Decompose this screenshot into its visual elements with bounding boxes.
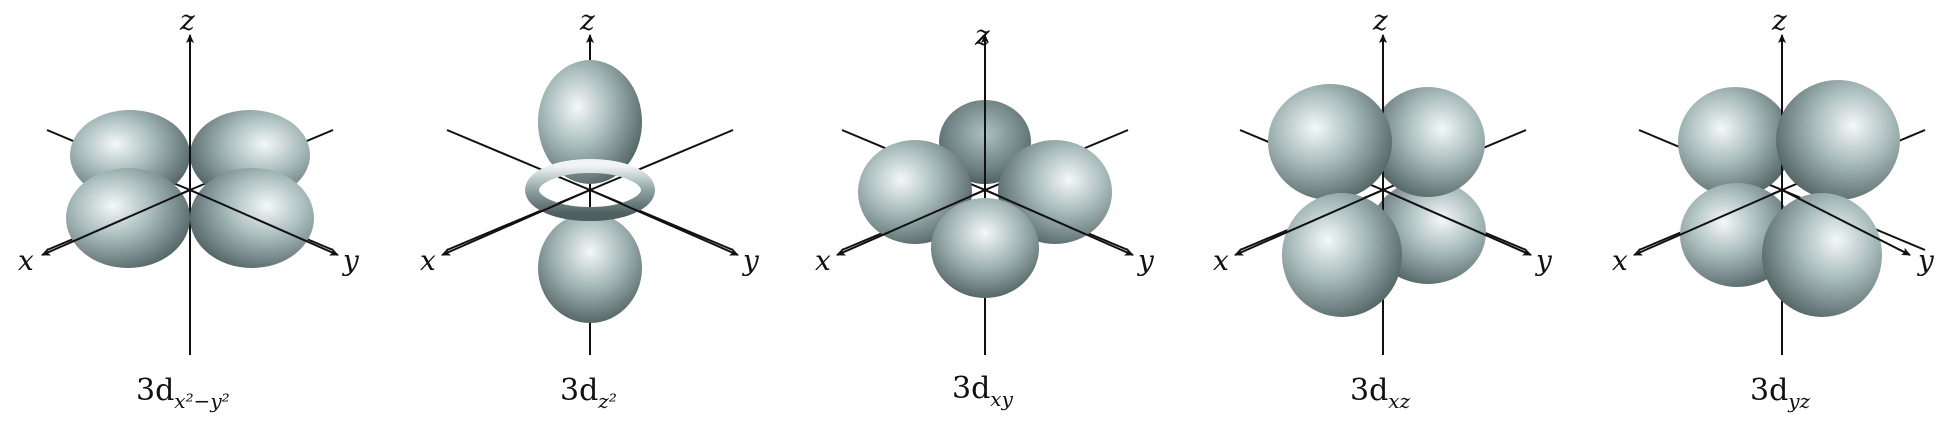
x-axis [1234, 189, 1384, 256]
x-axis [1633, 189, 1783, 256]
x-axis-label: x [1612, 244, 1628, 277]
torus-ring [525, 159, 655, 221]
y-axis [1382, 189, 1532, 256]
y-axis-label: y [741, 244, 760, 277]
panel-dyz: z x y 3dyz [1612, 4, 1935, 413]
x-axis [41, 189, 191, 256]
lobe-front [931, 198, 1039, 298]
z-axis-label: z [974, 19, 990, 52]
panel-dz2: z x y 3dz² [420, 4, 760, 413]
y-axis-label: y [1534, 244, 1553, 277]
panel-dx2y2: z x y 3dx²−y² [18, 4, 360, 413]
orbital-caption: 3dxy [952, 371, 1014, 411]
panel-dxz: z x y 3dxz [1213, 4, 1553, 413]
x-axis-label: x [1213, 244, 1229, 277]
lobe-front-top [1776, 80, 1900, 200]
lobe-back-top [1371, 87, 1485, 197]
panel-dxy: z x y 3dxy [815, 19, 1155, 411]
x-axis [836, 189, 986, 256]
orbital-caption: 3dz² [560, 373, 617, 413]
x-axis [441, 189, 591, 256]
z-axis-label: z [579, 4, 595, 37]
z-axis-label: z [179, 4, 195, 37]
y-axis-label: y [1916, 244, 1935, 277]
orbital-caption: 3dxz [1350, 373, 1411, 413]
lobe-back-top [1678, 87, 1792, 197]
z-axis-label: z [1372, 4, 1388, 37]
y-axis [1781, 189, 1911, 256]
y-axis [189, 189, 339, 256]
y-axis [589, 189, 739, 256]
y-axis-label: y [1136, 244, 1155, 277]
x-axis-label: x [815, 244, 831, 277]
lobe-bottom [538, 213, 642, 323]
lobe-front-bottom [1762, 193, 1882, 317]
orbital-caption: 3dx²−y² [136, 373, 230, 413]
lobe-top [538, 60, 642, 184]
lobe-front-bottom [1282, 193, 1402, 317]
lobe-front-top [1268, 84, 1392, 200]
y-axis-label: y [341, 244, 360, 277]
y-axis [984, 189, 1134, 256]
orbital-caption: 3dyz [1750, 373, 1811, 413]
z-axis-label: z [1771, 4, 1787, 37]
x-axis-label: x [18, 244, 34, 277]
x-axis-label: x [420, 244, 436, 277]
